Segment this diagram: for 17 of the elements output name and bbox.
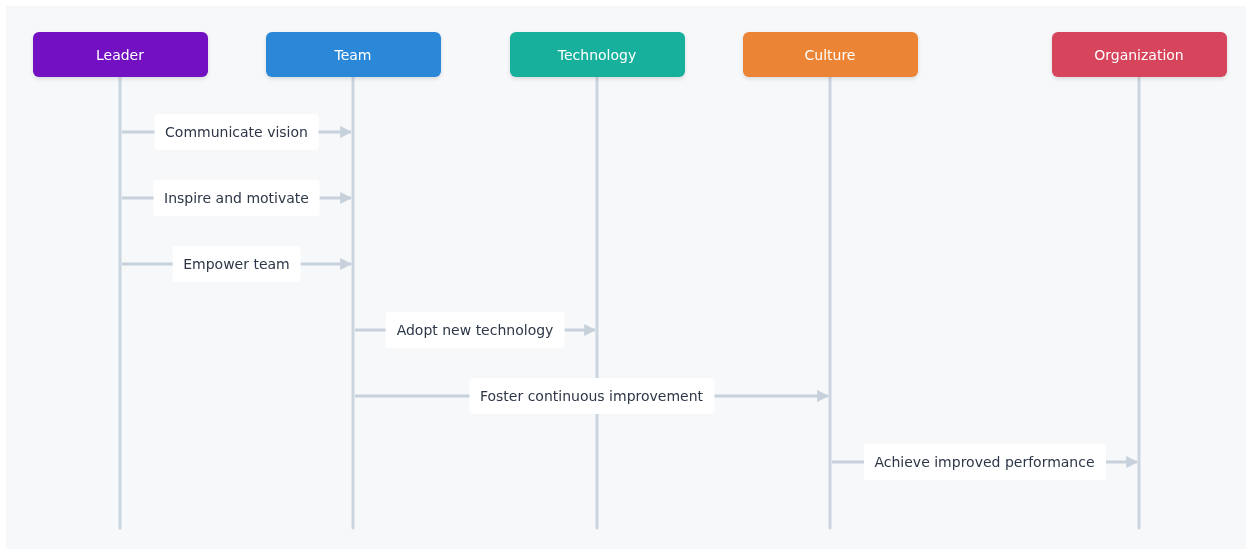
arrow (353, 390, 830, 402)
edge-label: Adopt new technology (385, 312, 565, 348)
edge-label: Foster continuous improvement (468, 378, 715, 414)
arrow (353, 324, 597, 336)
edge-label: Inspire and motivate (153, 180, 320, 216)
arrow (120, 192, 353, 204)
edge-label: Achieve improved performance (863, 444, 1106, 480)
arrow (120, 258, 353, 270)
participant-label: Technology (557, 46, 637, 63)
edge-label: Empower team (172, 246, 301, 282)
participant-label: Leader (96, 46, 144, 63)
participant-label: Culture (804, 46, 856, 63)
participant-label: Team (334, 46, 372, 63)
arrow (120, 126, 353, 138)
participant-label: Organization (1094, 46, 1184, 63)
arrow (830, 456, 1139, 468)
edge-label: Communicate vision (154, 114, 319, 150)
